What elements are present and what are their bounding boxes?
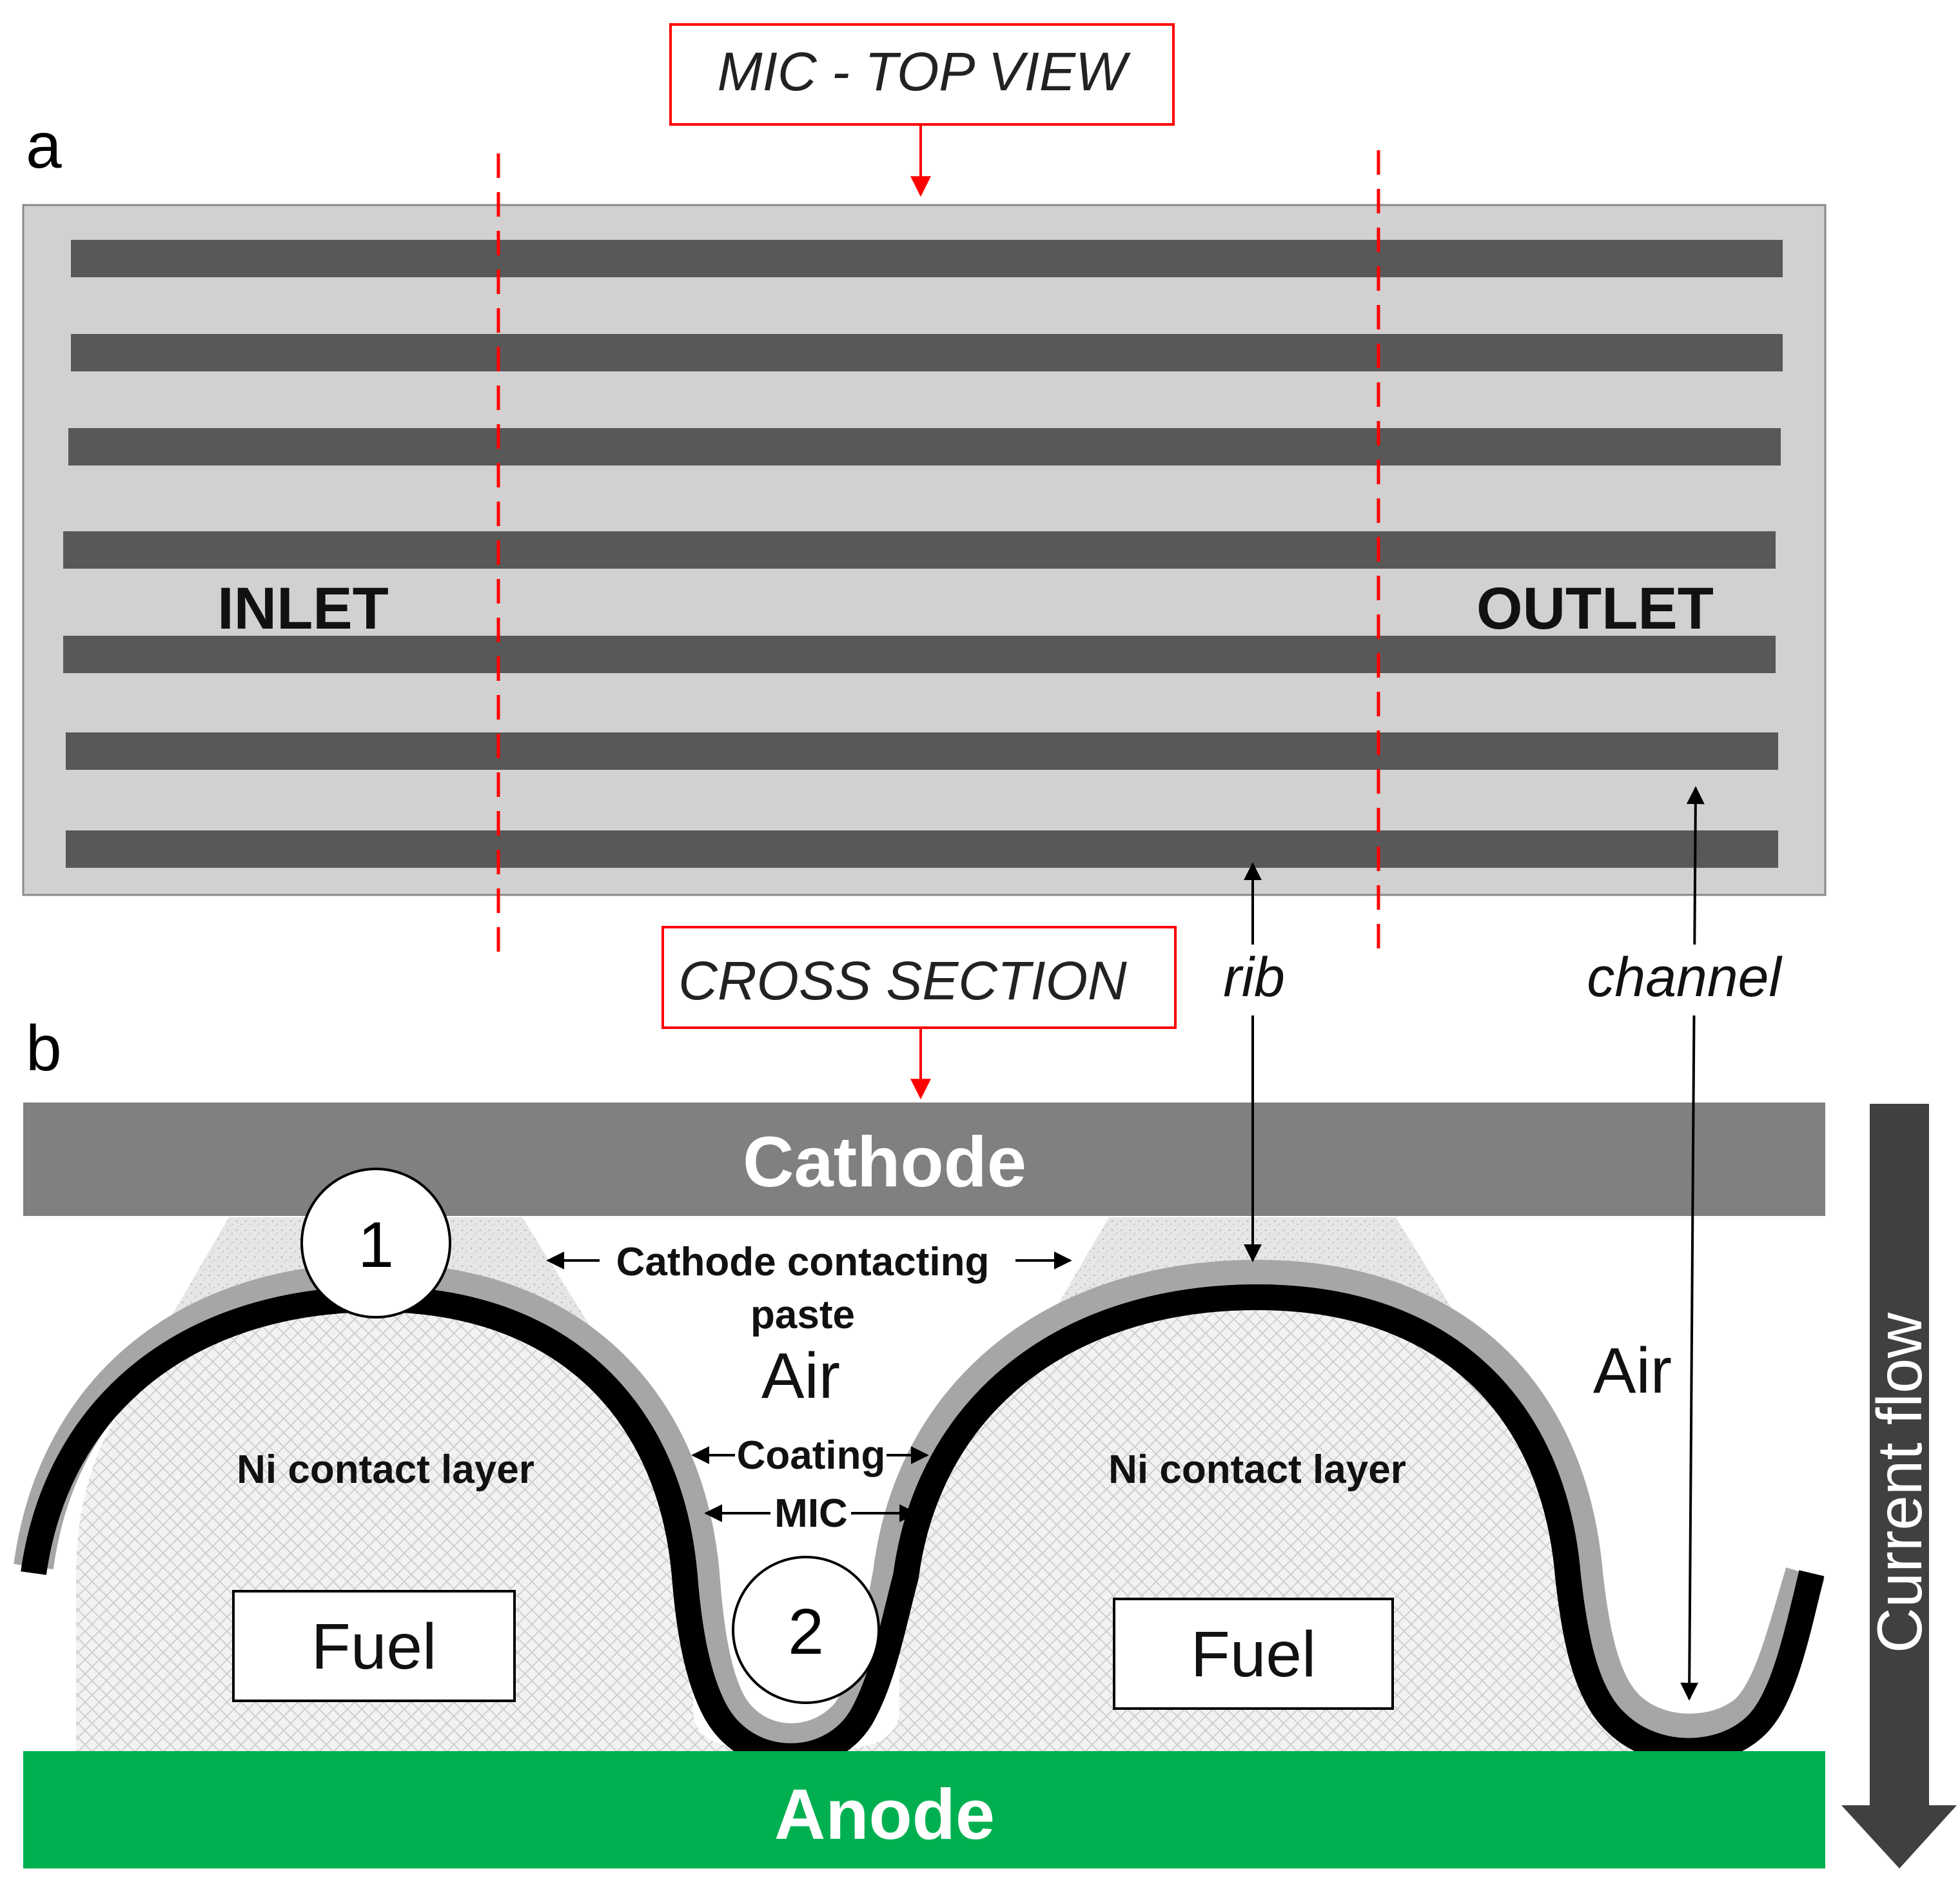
top-view-title-box: MIC - TOP VIEW xyxy=(669,23,1175,126)
contact-paste-label-line1: Cathode contacting xyxy=(616,1240,990,1284)
anode-label: Anode xyxy=(774,1775,995,1854)
contact-point-2-label: 2 xyxy=(788,1596,824,1668)
contact-paste-label-line2: paste xyxy=(750,1293,855,1337)
contact-paste-right xyxy=(1025,1217,1475,1360)
contact-point-1-label: 1 xyxy=(358,1209,394,1281)
top-view-title: MIC - TOP VIEW xyxy=(718,41,1131,102)
contact-point-2: 2 xyxy=(732,1556,880,1704)
fuel-label-left: Fuel xyxy=(311,1611,437,1683)
channel-label-bg xyxy=(1586,945,1792,1015)
rib-bars xyxy=(63,240,1783,868)
rib-label-bg xyxy=(1215,945,1293,1015)
current-flow-arrow: Current flow xyxy=(1841,1104,1957,1868)
rib-bar xyxy=(68,428,1781,466)
panel-b-label: b xyxy=(26,1012,62,1084)
rib-bar xyxy=(66,830,1778,868)
rib-bar xyxy=(63,636,1776,673)
current-flow-label: Current flow xyxy=(1864,1312,1935,1654)
mic-label: MIC xyxy=(774,1491,848,1536)
fuel-box-left: Fuel xyxy=(232,1590,516,1702)
panel-a-label: a xyxy=(26,110,62,182)
ni-contact-label-right: Ni contact layer xyxy=(1108,1447,1406,1492)
contact-point-1: 1 xyxy=(300,1168,451,1318)
mic-coating xyxy=(14,1259,1825,1763)
fuel-label-right: Fuel xyxy=(1191,1618,1317,1691)
cross-section-title-box: CROSS SECTION xyxy=(662,926,1177,1029)
coating-label: Coating xyxy=(737,1433,886,1478)
mic-sheet xyxy=(21,1284,1825,1769)
rib-bar xyxy=(71,334,1783,371)
channel-label: channel xyxy=(1587,946,1783,1008)
air-label-right: Air xyxy=(1593,1335,1672,1407)
rib-bar xyxy=(63,531,1776,569)
fuel-box-right: Fuel xyxy=(1113,1598,1394,1710)
contact-paste-left xyxy=(142,1217,603,1367)
cathode-label: Cathode xyxy=(743,1122,1026,1202)
inlet-label: INLET xyxy=(217,576,389,642)
rib-bar xyxy=(71,240,1783,277)
channel-leader-arrow xyxy=(1680,786,1705,1701)
anode-bar xyxy=(23,1751,1825,1868)
cross-section-title: CROSS SECTION xyxy=(678,950,1127,1011)
air-label-center: Air xyxy=(761,1340,840,1412)
rib-bar xyxy=(66,732,1778,770)
outlet-label: OUTLET xyxy=(1476,576,1714,642)
ni-contact-label-left: Ni contact layer xyxy=(237,1447,534,1492)
rib-label: rib xyxy=(1223,946,1285,1008)
